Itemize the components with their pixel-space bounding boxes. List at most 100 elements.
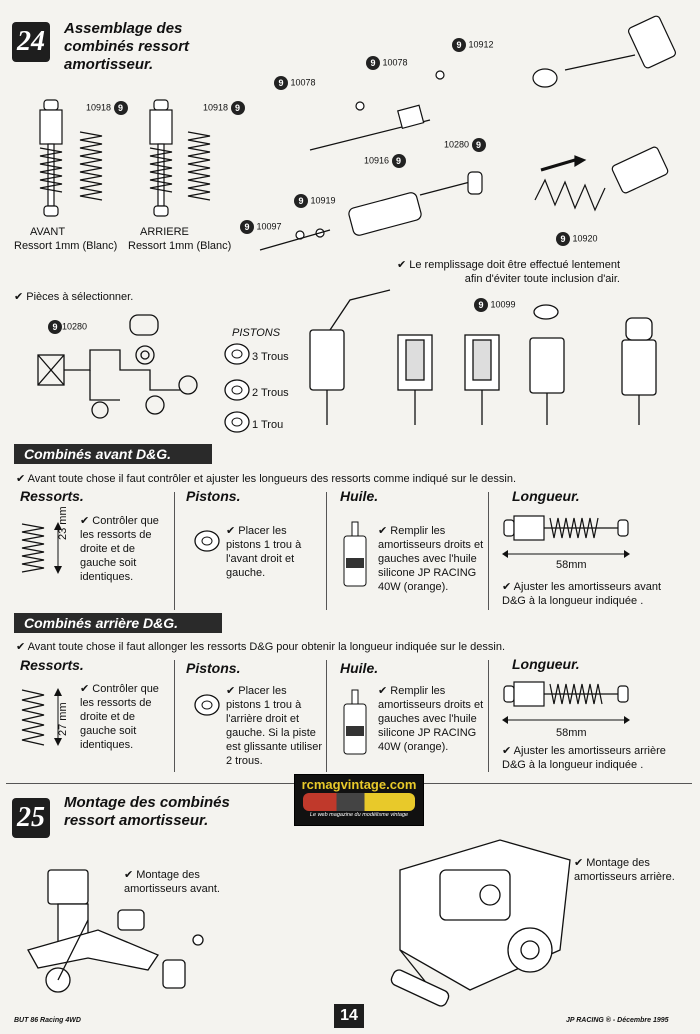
label-arriere-sub: Ressort 1mm (Blanc) (128, 240, 232, 252)
part-ref-10916: 10916 9 (364, 154, 406, 168)
logo-cars-graphic (303, 793, 415, 811)
title-line: Assemblage des (64, 20, 183, 37)
part-badge-icon: 9 (556, 232, 570, 246)
pistons-instruction: ✔ Placer les pistons 1 trou à l'arrière … (226, 685, 322, 767)
footer-right: JP RACING ® - Décembre 1995 (566, 1017, 669, 1024)
piston-2-label: 2 Trous (252, 387, 289, 399)
column-divider (488, 660, 489, 772)
part-badge-icon: 9 (366, 56, 380, 70)
section-intro-avant: ✔ Avant toute chose il faut contrôler et… (16, 473, 516, 485)
column-divider (488, 492, 489, 610)
longueur-instruction: ✔ Ajuster les amortisseurs avant D&G à l… (502, 581, 662, 607)
part-ref-10078: 9 10078 (274, 76, 316, 90)
part-ref-10918: 10918 9 (86, 101, 128, 115)
piston-3-holes (224, 343, 250, 365)
piston-icon (194, 694, 220, 716)
shock-length-diagram-avant (502, 515, 630, 558)
page-number: 14 (334, 1004, 364, 1028)
shock-spring-illustrations (39, 99, 211, 217)
part-ref-10078: 9 10078 (366, 56, 408, 70)
length-dim-label: 58mm (556, 559, 587, 571)
title-line: Montage des combinés (64, 794, 230, 811)
logo-site: rcmagvintage.com (301, 777, 417, 792)
shock-length-diagram-arriere (502, 681, 630, 724)
pistons-label: PISTONS (232, 327, 281, 339)
part-badge-icon: 9 (391, 154, 406, 168)
piston-1-label: 1 Trou (252, 419, 284, 431)
part-ref-10097: 9 10097 (240, 220, 282, 234)
column-divider (174, 492, 175, 610)
title-line: amortisseur. (64, 56, 154, 73)
huile-instruction: ✔ Remplir les amortisseurs droits et gau… (378, 685, 484, 753)
rcmagvintage-logo: rcmagvintage.com Le web magazine du modé… (294, 774, 424, 826)
longueur-instruction: ✔ Ajuster les amortisseurs arrière D&G à… (502, 745, 666, 771)
step-number-badge: 24 (12, 22, 50, 62)
oil-bottle-icon (343, 689, 367, 755)
filling-note-line: ✔ Le remplissage doit être effectué lent… (396, 259, 620, 271)
label-avant-sub: Ressort 1mm (Blanc) (14, 240, 118, 252)
title-line: combinés ressort (64, 38, 190, 55)
part-ref-10918: 10918 9 (203, 101, 245, 115)
column-title-huile: Huile. (340, 660, 379, 676)
label-arriere: ARRIERE (140, 226, 189, 238)
column-title-ressorts: Ressorts. (20, 657, 84, 673)
label-avant: AVANT (30, 226, 66, 238)
huile-instruction: ✔ Remplir les amortisseurs droits et gau… (378, 525, 484, 593)
filling-note-line: afin d'éviter toute inclusion d'air. (464, 273, 620, 285)
parts-sprue-diagram (37, 314, 198, 419)
column-title-huile: Huile. (340, 488, 379, 504)
parts-to-select-label: ✔ Pièces à sélectionner. (14, 291, 134, 303)
spring-27mm-diagram (21, 688, 62, 746)
column-divider (174, 660, 175, 772)
part-badge-icon: 9 (274, 76, 288, 90)
part-badge-icon: 9 (474, 298, 488, 312)
spring-compression-diagram (532, 15, 676, 212)
section-intro-arriere: ✔ Avant toute chose il faut allonger les… (16, 641, 506, 653)
step-title: Montage des combinés ressort amortisseur… (64, 794, 230, 830)
exploded-shock-diagram (259, 70, 483, 251)
front-mount-note: ✔ Montage des amortisseurs avant. (124, 869, 220, 895)
piston-1-hole (224, 411, 250, 433)
spring-23mm-diagram (21, 522, 62, 574)
oil-filling-diagram (309, 289, 657, 425)
rear-mount-note: ✔ Montage des amortisseurs arrière. (574, 857, 675, 883)
ressorts-instruction: ✔ Contrôler que les ressorts de droite e… (80, 515, 159, 583)
part-ref-10919: 9 10919 (294, 194, 336, 208)
column-title-pistons: Pistons. (186, 488, 241, 504)
step-number-badge: 25 (12, 798, 50, 838)
spring-dim-label: 23 mm (57, 506, 69, 540)
pistons-instruction: ✔ Placer les pistons 1 trou à l'avant dr… (226, 525, 302, 579)
piston-icon (194, 530, 220, 552)
piston-3-label: 3 Trous (252, 351, 289, 363)
filling-note: ✔ Le remplissage doit être effectué lent… (372, 258, 620, 286)
part-badge-icon: 9 (48, 320, 62, 334)
section-header-arriere: Combinés arrière D&G. (14, 613, 222, 633)
part-badge-icon: 9 (113, 101, 128, 115)
part-ref-10912: 9 10912 (452, 38, 494, 52)
title-line: ressort amortisseur. (64, 812, 209, 829)
part-badge-icon: 9 (230, 101, 245, 115)
column-title-longueur: Longueur. (512, 488, 580, 504)
spring-dim-label: 27 mm (57, 702, 69, 736)
column-title-longueur: Longueur. (512, 656, 580, 672)
column-title-ressorts: Ressorts. (20, 488, 84, 504)
part-badge-icon: 9 (452, 38, 466, 52)
column-divider (326, 492, 327, 610)
step-title: Assemblage des combinés ressort amortiss… (64, 20, 189, 74)
section-header-avant: Combinés avant D&G. (14, 444, 212, 464)
logo-tagline: Le web magazine du modélisme vintage (309, 812, 409, 818)
part-badge-icon: 9 (471, 138, 486, 152)
oil-bottle-icon (343, 521, 367, 587)
part-badge-icon: 9 (294, 194, 308, 208)
front-suspension-illustration (27, 869, 204, 993)
part-ref-10920: 9 10920 (556, 232, 598, 246)
ressorts-instruction: ✔ Contrôler que les ressorts de droite e… (80, 683, 159, 751)
footer-left: BUT 86 Racing 4WD (14, 1017, 81, 1024)
length-dim-label: 58mm (556, 727, 587, 739)
piston-2-holes (224, 379, 250, 401)
column-title-pistons: Pistons. (186, 660, 241, 676)
part-ref-10280: 10280 9 (444, 138, 486, 152)
part-badge-icon: 9 (240, 220, 254, 234)
rear-suspension-illustration (390, 839, 571, 1007)
